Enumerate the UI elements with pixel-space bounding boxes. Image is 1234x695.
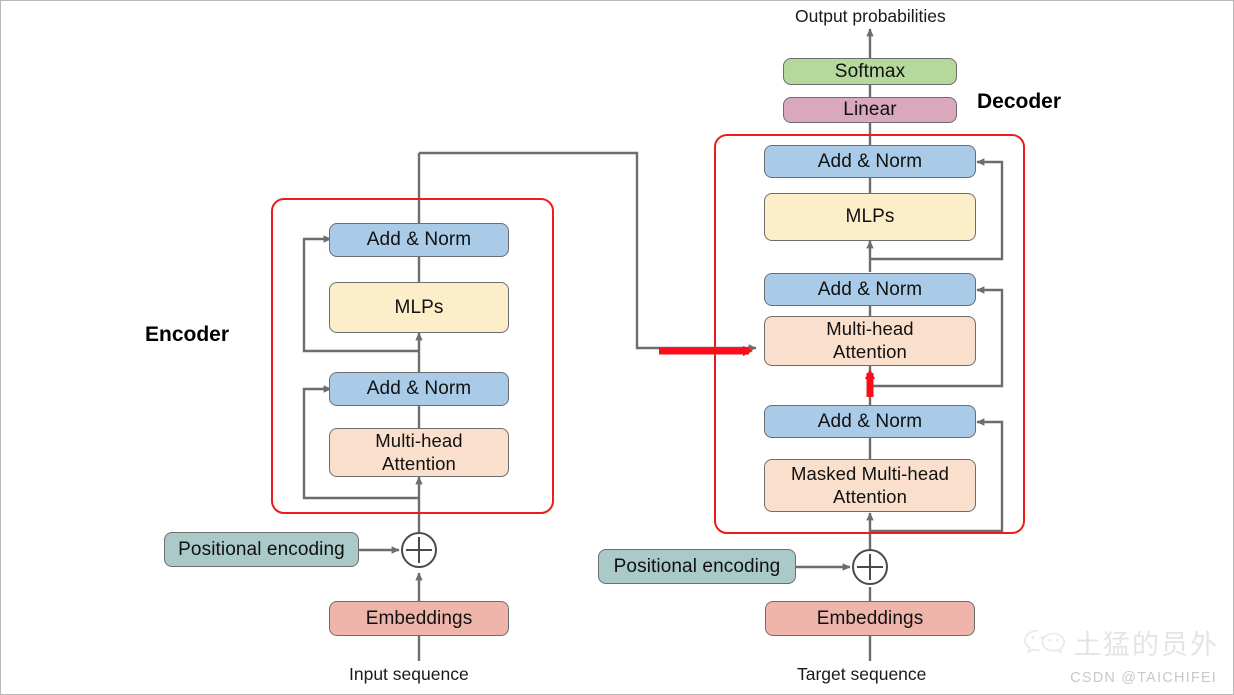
encoder-mlps[interactable]: MLPs (329, 282, 509, 333)
decoder-add-norm-1[interactable]: Add & Norm (764, 405, 976, 438)
input-sequence-label: Input sequence (349, 664, 469, 684)
encoder-add-norm-2[interactable]: Add & Norm (329, 223, 509, 257)
decoder-positional-encoding[interactable]: Positional encoding (598, 549, 796, 584)
output-probabilities-label: Output probabilities (795, 6, 946, 26)
decoder-group-box (714, 134, 1025, 534)
linear-block[interactable]: Linear (783, 97, 957, 123)
decoder-masked-multi-head-attention[interactable]: Masked Multi-head Attention (764, 459, 976, 512)
encoder-group-box (271, 198, 554, 514)
decoder-label: Decoder (977, 90, 1062, 113)
target-sequence-label: Target sequence (797, 664, 927, 684)
decoder-mlps[interactable]: MLPs (764, 193, 976, 241)
decoder-add-norm-3[interactable]: Add & Norm (764, 145, 976, 178)
encoder-positional-encoding[interactable]: Positional encoding (164, 532, 359, 567)
watermark: 土猛的员外 (1021, 623, 1219, 662)
decoder-embeddings[interactable]: Embeddings (765, 601, 975, 636)
decoder-cross-attention[interactable]: Multi-head Attention (764, 316, 976, 366)
encoder-label: Encoder (145, 323, 230, 346)
watermark-handle: 土猛的员外 (1074, 630, 1219, 661)
encoder-multi-head-attention[interactable]: Multi-head Attention (329, 428, 509, 477)
softmax-block[interactable]: Softmax (783, 58, 957, 85)
decoder-add-norm-2[interactable]: Add & Norm (764, 273, 976, 306)
encoder-add-operator (401, 532, 437, 568)
csdn-credit: CSDN @TAICHIFEI (1070, 670, 1217, 686)
wechat-icon (1024, 629, 1065, 654)
decoder-add-operator (852, 549, 888, 585)
encoder-embeddings[interactable]: Embeddings (329, 601, 509, 636)
